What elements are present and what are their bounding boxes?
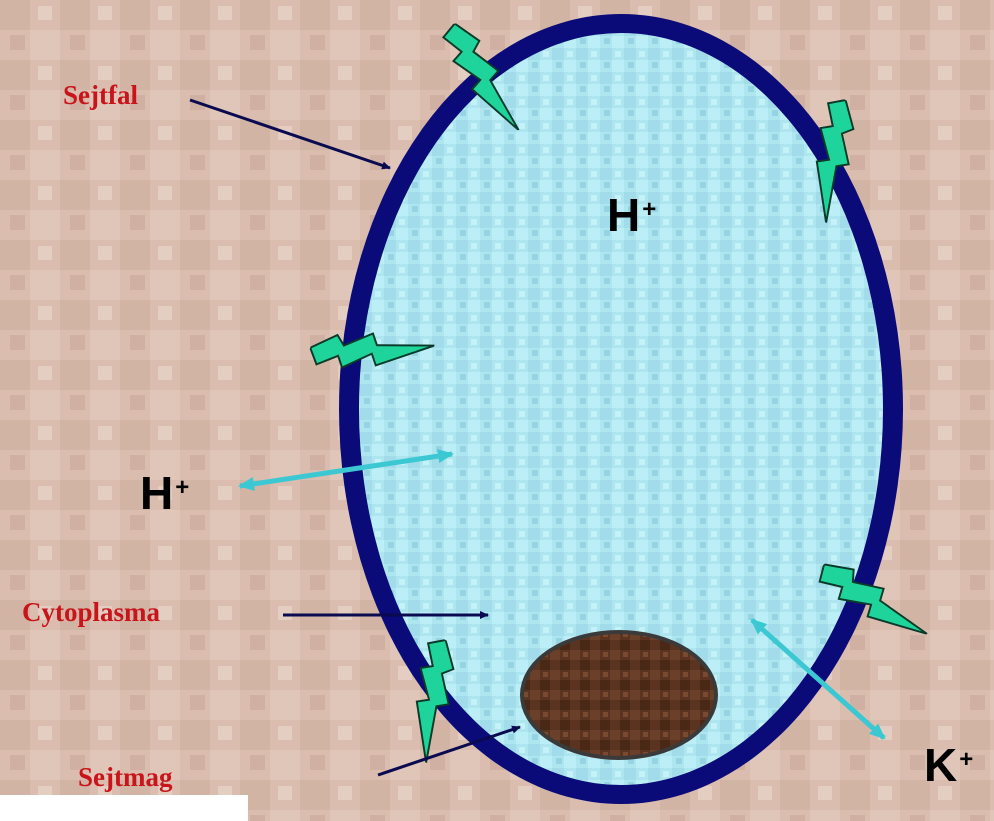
white-box: [0, 795, 248, 821]
outside-k-ion: K+: [924, 742, 973, 788]
nucleus-label: Sejtmag: [78, 762, 172, 793]
outside-h-ion: H+: [140, 470, 189, 516]
cytoplasm-label: Cytoplasma: [22, 597, 160, 628]
nucleus: [522, 632, 716, 758]
cell-wall-label: Sejtfal: [63, 80, 138, 111]
inside-h-ion: H+: [607, 192, 656, 238]
